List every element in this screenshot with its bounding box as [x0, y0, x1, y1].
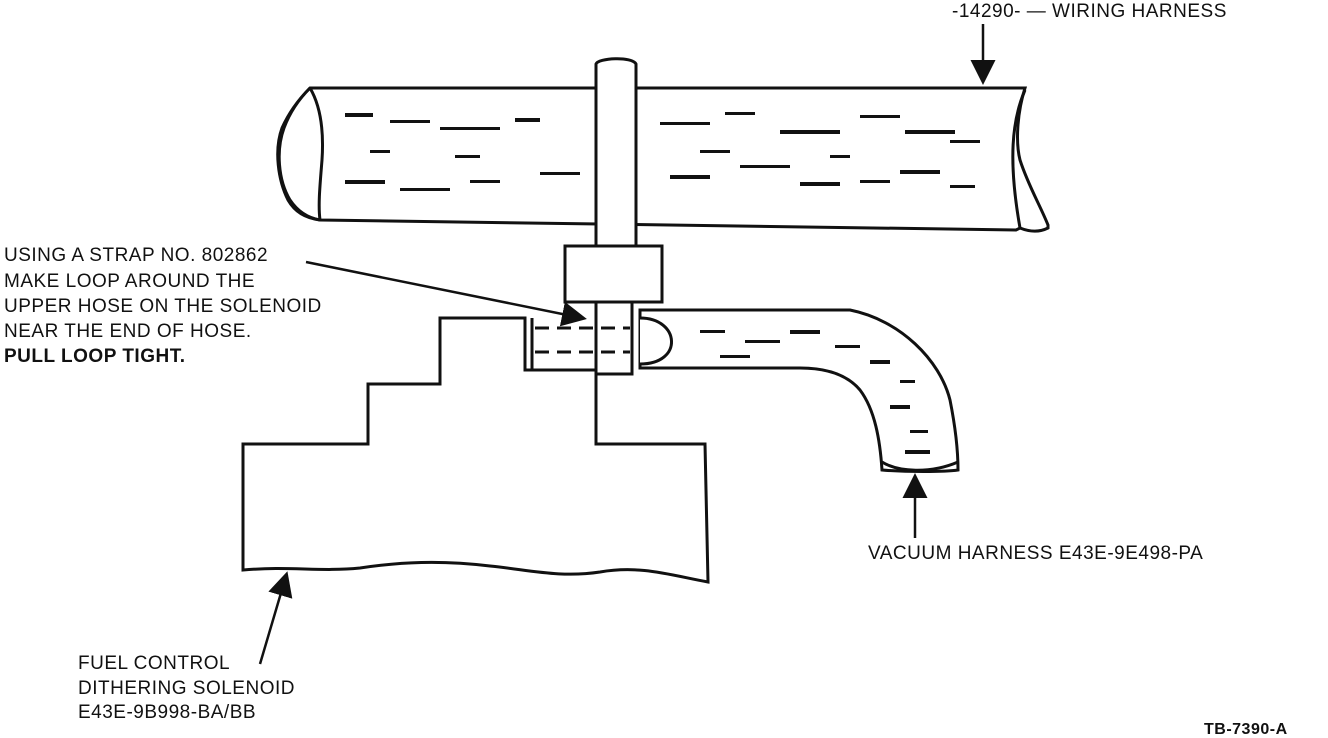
strap-instruction-line-1: USING A STRAP NO. 802862 [4, 245, 269, 266]
wiring-harness-label: -14290- — WIRING HARNESS [952, 1, 1227, 22]
vacuum-hose [638, 308, 960, 473]
strap-instruction-line-5: PULL LOOP TIGHT. [4, 346, 186, 367]
wiring-harness-speckle [345, 112, 980, 191]
strap-instruction-arrow [305, 260, 587, 327]
hose-strap-loop [535, 300, 673, 376]
solenoid-label-line-3: E43E-9B998-BA/BB [78, 702, 257, 723]
wiring-harness-tube [276, 86, 1050, 233]
strap [594, 57, 638, 248]
strap-instruction-line-4: NEAR THE END OF HOSE. [4, 321, 252, 342]
solenoid-label-line-2: DITHERING SOLENOID [78, 678, 295, 699]
solenoid-arrow [258, 571, 293, 665]
strap-instruction-line-3: UPPER HOSE ON THE SOLENOID [4, 296, 322, 317]
vacuum-harness-label: VACUUM HARNESS E43E-9E498-PA [868, 543, 1204, 564]
solenoid-body [241, 316, 710, 584]
figure-id: TB-7390-A [1204, 721, 1288, 738]
strap-instruction-line-2: MAKE LOOP AROUND THE [4, 271, 256, 292]
solenoid-label-line-1: FUEL CONTROL [78, 653, 231, 674]
strap-buckle [563, 244, 664, 304]
vacuum-hose-speckle [700, 330, 930, 454]
